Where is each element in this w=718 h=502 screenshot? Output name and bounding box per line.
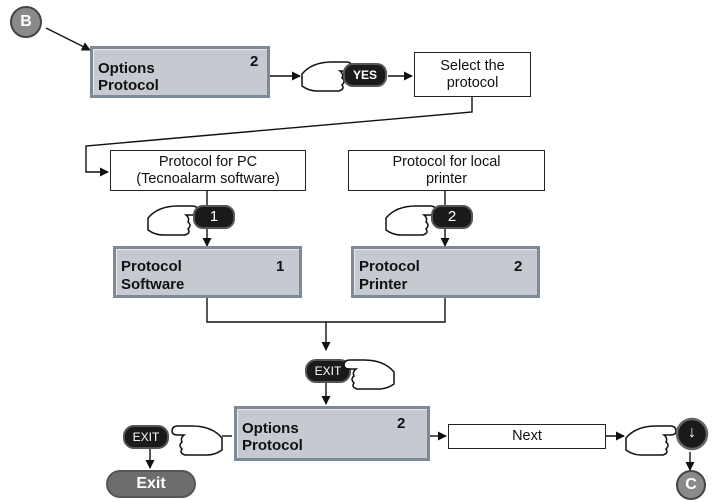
printer-line2: Printer [359, 276, 408, 293]
arrow-select-to-pc [85, 96, 473, 177]
down-key-icon [625, 417, 709, 456]
bottom-line2: Protocol [242, 437, 303, 454]
pc-line2: (Tecnoalarm software) [136, 170, 280, 187]
printer-line1: Protocol [359, 258, 420, 275]
next-label: Next [512, 428, 542, 444]
connector-b: B [10, 6, 42, 38]
key-1-label: 1 [209, 208, 219, 225]
key-1-icon [147, 205, 235, 236]
printer-number: 2 [514, 258, 523, 275]
bottom-number: 2 [397, 415, 406, 432]
protocol-software-display: Protocol 1 Software [113, 246, 302, 298]
software-line2: Software [121, 276, 185, 293]
select-line2: protocol [446, 74, 499, 91]
select-protocol-box: Select the protocol [414, 52, 531, 97]
bottom-line1: Options [242, 420, 299, 437]
printer-box-line2: printer [425, 170, 468, 187]
connector-c: C [676, 470, 706, 500]
display-number: 2 [250, 53, 259, 70]
pc-line1: Protocol for PC [158, 153, 258, 170]
arrow-b-to-options [45, 27, 91, 51]
options-protocol-display: Options 2 Protocol [90, 46, 270, 98]
protocol-printer-display: Protocol 2 Printer [351, 246, 540, 298]
exit-key-icon [305, 359, 395, 390]
software-line1: Protocol [121, 258, 182, 275]
display-line1: Options [98, 60, 155, 77]
exit-button: Exit [106, 470, 196, 498]
key-2-label: 2 [447, 208, 457, 225]
software-number: 1 [276, 258, 285, 275]
key-2-icon [385, 205, 473, 236]
exit-key-label: EXIT [314, 364, 342, 378]
exit-left-key-icon [123, 425, 223, 456]
exit-left-key-label: EXIT [132, 430, 160, 444]
yes-key-label: YES [352, 68, 377, 82]
protocol-pc-box: Protocol for PC (Tecnoalarm software) [110, 150, 306, 191]
select-line1: Select the [440, 57, 505, 74]
protocol-printer-box: Protocol for local printer [348, 150, 545, 191]
printer-box-line1: Protocol for local [392, 153, 501, 170]
next-box: Next [448, 424, 606, 449]
display-line2: Protocol [98, 77, 159, 94]
down-key-label: ↓ [688, 424, 696, 441]
yes-key-icon [301, 61, 387, 92]
options-protocol-display-bottom: Options 2 Protocol [234, 406, 430, 461]
merge-line [206, 298, 446, 323]
